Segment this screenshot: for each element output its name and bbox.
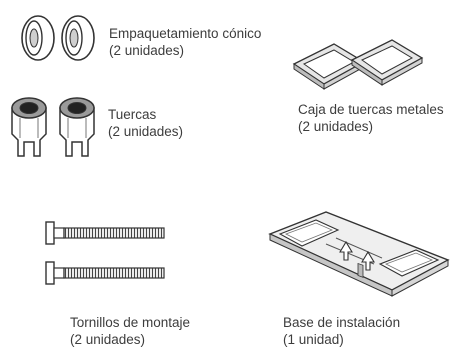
- installation-base-icon: [268, 211, 450, 297]
- conical-packing-illustration: [14, 10, 106, 66]
- metal-nut-box-icon: [292, 39, 424, 90]
- screw-icon: [45, 221, 165, 285]
- metal-nut-box-label: Caja de tuercas metales (2 unidades): [298, 101, 444, 135]
- metal-nut-box-qty: (2 unidades): [298, 119, 374, 134]
- conical-packing-label: Empaquetamiento cónico (2 unidades): [109, 25, 261, 59]
- installation-base-name: Base de instalación: [283, 315, 401, 330]
- mounting-screws-label: Tornillos de montaje (2 unidades): [70, 314, 190, 348]
- metal-nut-box-illustration: [290, 38, 430, 94]
- conical-packing-icon: [21, 15, 95, 61]
- mounting-screws-illustration: [40, 218, 170, 298]
- nuts-illustration: [8, 94, 104, 164]
- installation-base-label: Base de instalación (1 unidad): [283, 314, 400, 348]
- nut-icon: [11, 97, 95, 157]
- conical-packing-qty: (2 unidades): [109, 43, 185, 58]
- installation-base-qty: (1 unidad): [283, 332, 344, 347]
- nuts-label: Tuercas (2 unidades): [108, 106, 183, 140]
- mounting-screws-name: Tornillos de montaje: [70, 315, 191, 330]
- metal-nut-box-name: Caja de tuercas metales: [298, 102, 444, 117]
- nuts-qty: (2 unidades): [108, 124, 184, 139]
- nuts-name: Tuercas: [108, 107, 157, 122]
- installation-base-illustration: [266, 204, 452, 300]
- mounting-screws-qty: (2 unidades): [70, 332, 146, 347]
- conical-packing-name: Empaquetamiento cónico: [109, 26, 262, 41]
